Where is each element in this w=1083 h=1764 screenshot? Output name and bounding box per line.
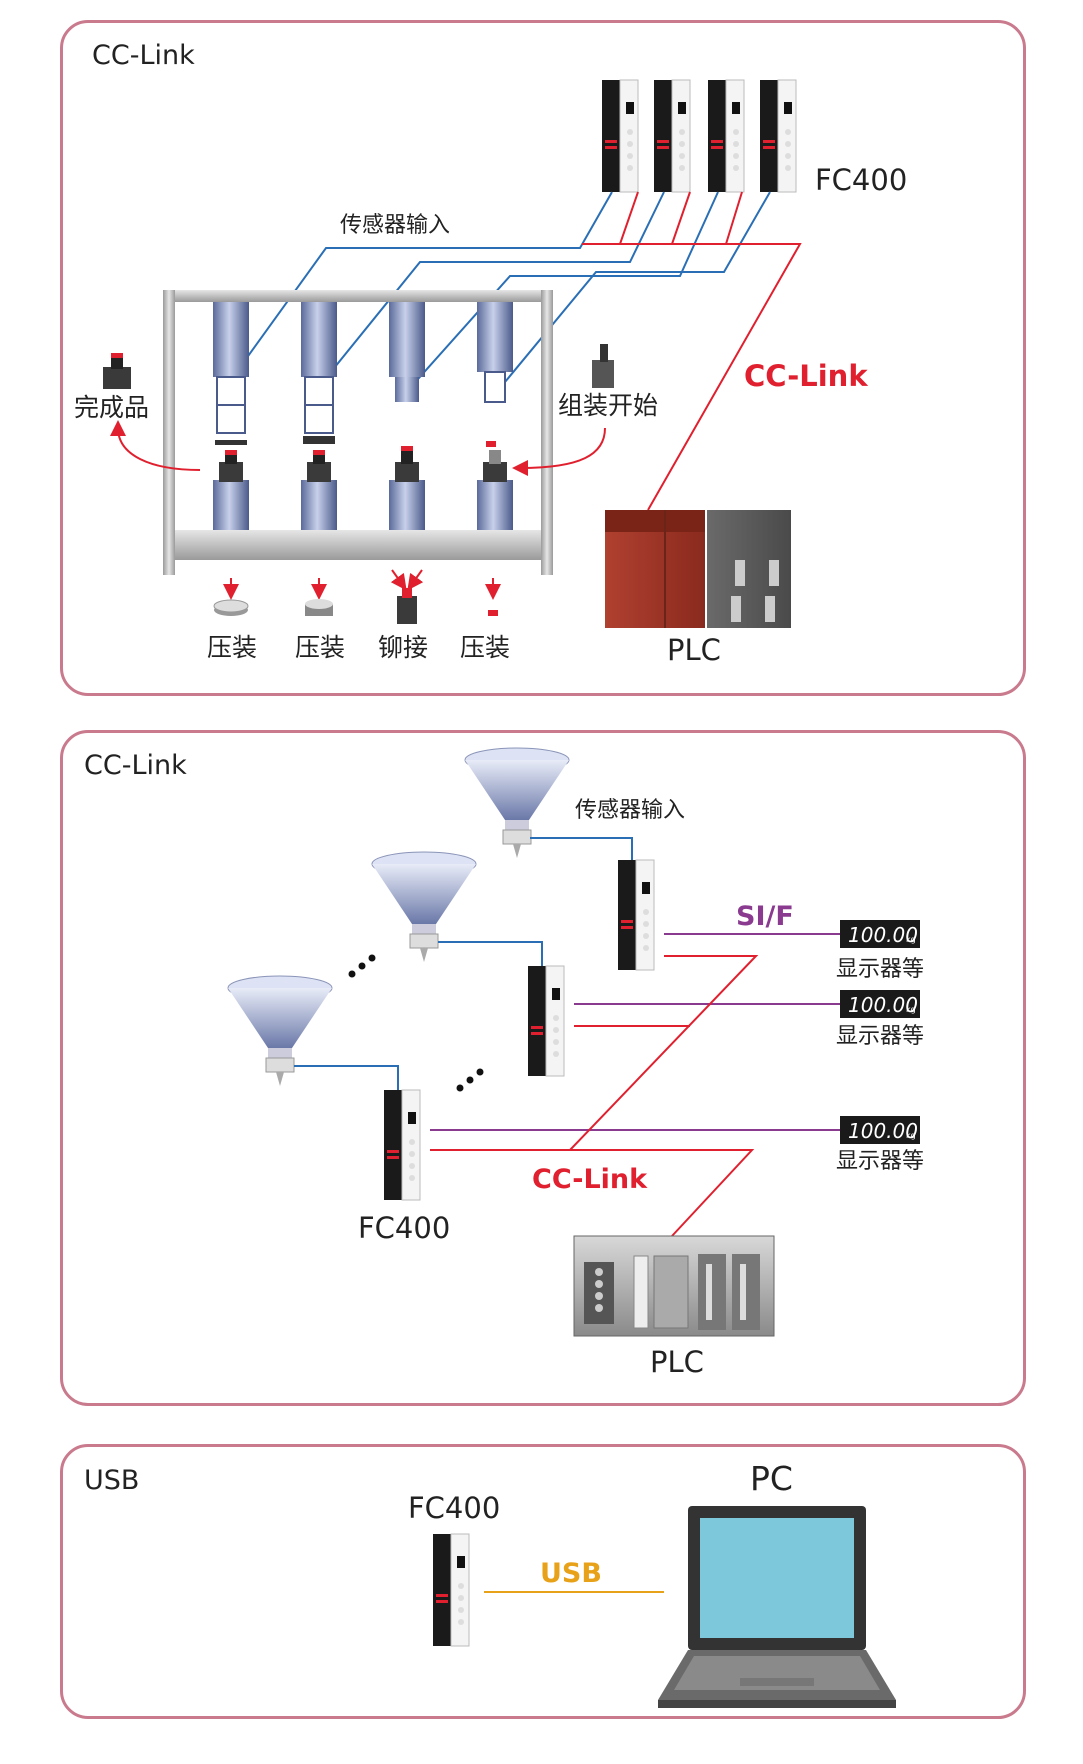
display-value: 100.00 bbox=[848, 1119, 918, 1143]
plc-unit bbox=[605, 510, 791, 628]
cc-link-bus-label-2: CC-Link bbox=[532, 1164, 648, 1195]
assembly-frame bbox=[163, 290, 553, 575]
press-disc bbox=[215, 440, 247, 445]
pedestal bbox=[477, 441, 513, 530]
finished-part-icon bbox=[103, 353, 131, 389]
fc400-module bbox=[708, 79, 745, 193]
press-cylinder bbox=[389, 302, 425, 402]
sif-wires bbox=[430, 933, 840, 1131]
display-unit: kg bbox=[906, 935, 916, 944]
usb-link-label: USB bbox=[540, 1558, 602, 1589]
plc-label: PLC bbox=[667, 633, 721, 667]
plc-unit-2 bbox=[573, 1235, 775, 1337]
panel3-title: USB bbox=[84, 1465, 140, 1496]
start-arrow bbox=[512, 427, 606, 476]
finished-product-label: 完成品 bbox=[74, 393, 149, 422]
station-label: 压装 bbox=[295, 633, 345, 662]
fc400-label-3: FC400 bbox=[408, 1491, 500, 1525]
start-part-icon bbox=[592, 344, 614, 388]
panel1-title: CC-Link bbox=[92, 40, 195, 71]
display-value: 100.00 bbox=[848, 993, 918, 1017]
display-label: 显示器等 bbox=[836, 1149, 924, 1174]
fc400-module bbox=[602, 79, 639, 193]
cc-link-bus bbox=[582, 191, 802, 511]
fc400-label-2: FC400 bbox=[358, 1211, 450, 1245]
hopper-funnel bbox=[227, 975, 333, 1086]
cc-link-bus-label: CC-Link bbox=[744, 359, 868, 393]
station-label: 压装 bbox=[207, 633, 257, 662]
fc400-module bbox=[760, 79, 797, 193]
weight-display: 100.00 kg bbox=[840, 920, 920, 948]
pedestal bbox=[213, 450, 249, 530]
press-cylinder bbox=[301, 302, 337, 434]
plc-label-2: PLC bbox=[650, 1345, 704, 1379]
press-cylinders bbox=[213, 302, 513, 434]
weight-display: 100.00 kg bbox=[840, 990, 920, 1018]
finished-arrow bbox=[110, 420, 201, 471]
station-label: 压装 bbox=[460, 633, 510, 662]
fc400-module bbox=[433, 1533, 470, 1647]
fc400-module-group bbox=[602, 79, 797, 193]
station-parts bbox=[213, 569, 501, 624]
pedestal bbox=[301, 450, 337, 530]
display-value: 100.00 bbox=[848, 923, 918, 947]
pedestal bbox=[389, 446, 425, 530]
weight-display: 100.00 kg bbox=[840, 1116, 920, 1144]
sif-label: SI/F bbox=[736, 901, 794, 932]
sensor-input-label: 传感器输入 bbox=[340, 213, 450, 238]
sensor-wires-2 bbox=[294, 837, 633, 1090]
station-labels: 压装 压装 铆接 压装 bbox=[207, 633, 510, 662]
display-unit: kg bbox=[906, 1131, 916, 1140]
fc400-module bbox=[618, 859, 655, 971]
hopper-funnel bbox=[464, 747, 570, 858]
display-label: 显示器等 bbox=[836, 1024, 924, 1049]
laptop-icon bbox=[658, 1506, 896, 1708]
press-cylinder bbox=[477, 302, 513, 403]
fc400-module bbox=[384, 1089, 421, 1201]
fc400-module bbox=[654, 79, 691, 193]
fc400-module bbox=[528, 965, 565, 1077]
assembly-start-label: 组装开始 bbox=[558, 391, 658, 420]
workpiece-pedestals bbox=[213, 436, 513, 530]
sensor-input-label-2: 传感器输入 bbox=[575, 798, 685, 823]
fc400-label: FC400 bbox=[815, 163, 907, 197]
press-cylinder bbox=[213, 302, 249, 434]
panel2-title: CC-Link bbox=[84, 750, 187, 781]
display-label: 显示器等 bbox=[836, 957, 924, 982]
display-unit: kg bbox=[906, 1005, 916, 1014]
cc-link-bus-2 bbox=[430, 955, 759, 1237]
ellipsis-dots bbox=[348, 954, 484, 1092]
press-disc bbox=[303, 436, 335, 444]
station-label: 铆接 bbox=[378, 633, 428, 662]
pc-label: PC bbox=[750, 1459, 793, 1498]
